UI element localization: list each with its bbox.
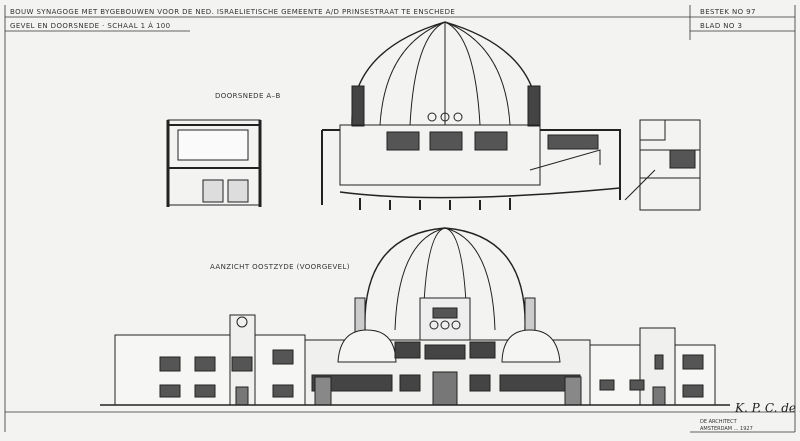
architect-label: De architect bbox=[700, 419, 737, 425]
scale-text: Schaal 1 à 100 bbox=[107, 22, 171, 30]
drawing-title: Bouw synagoge met bygebouwen voor de Ned… bbox=[10, 8, 456, 16]
location-date: Amsterdam ... 1927 bbox=[700, 426, 753, 432]
subtitle-text: Gevel en doorsnede bbox=[10, 22, 100, 30]
bestek-number: Bestek No 97 bbox=[700, 8, 756, 16]
elevation-drawing bbox=[100, 227, 730, 406]
sheet-number: Blad No 3 bbox=[700, 22, 743, 30]
elevation-label: Aanzicht oostzyde (voorgevel) bbox=[210, 263, 350, 271]
section-label: Doorsnede A–B bbox=[215, 92, 281, 100]
architect-signature: K. P. C. de Bazel bbox=[735, 401, 800, 415]
section-drawing bbox=[166, 21, 701, 211]
drawing-subtitle: Gevel en doorsnede · Schaal 1 à 100 bbox=[10, 22, 171, 30]
